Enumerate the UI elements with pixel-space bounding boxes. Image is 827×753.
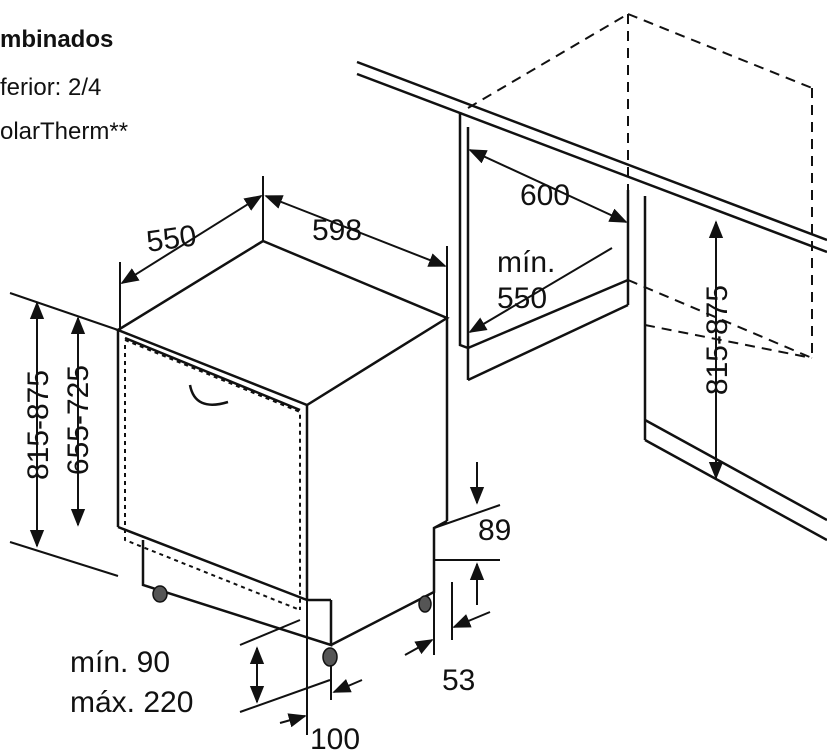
dishwasher-top <box>115 239 450 407</box>
label-width: 598 <box>312 214 362 247</box>
label-niche-height: 815-875 <box>701 285 734 395</box>
label-niche-width: 600 <box>520 179 570 212</box>
cabinet-hidden-edges <box>467 13 813 359</box>
heading-text: mbinados <box>0 26 114 53</box>
label-depth: 550 <box>144 219 198 259</box>
dishwasher-body <box>115 239 450 647</box>
dim-setback-line <box>404 639 434 656</box>
label-niche-depth: 550 <box>497 282 547 315</box>
plinth-front <box>141 540 333 647</box>
door-handle-icon <box>188 384 229 406</box>
label-plinth-height: 89 <box>478 514 511 547</box>
countertop-top-edge <box>356 60 827 242</box>
label-plinth-setback: 53 <box>442 664 475 697</box>
dishwasher-feet <box>152 585 432 667</box>
cabinet-niche <box>356 60 827 542</box>
countertop-bottom-edge <box>356 72 827 254</box>
dim-width-line <box>264 195 447 267</box>
dim-niche-width-line <box>468 149 628 223</box>
left-cabinet-side <box>458 112 470 380</box>
label-plinth-min: mín. 90 <box>70 646 170 679</box>
label-plinth-max: máx. 220 <box>70 686 193 719</box>
spec-line-rack: ferior: 2/4 <box>0 74 102 101</box>
label-height: 815-875 <box>22 370 55 480</box>
label-door-height: 655-725 <box>62 365 95 475</box>
dim-foot-offset-line <box>279 713 307 728</box>
dim-depth-line <box>120 195 263 284</box>
door-outline-dashed <box>124 339 301 611</box>
spec-line-drying: olarTherm** <box>0 118 129 145</box>
label-foot-offset: 100 <box>310 723 360 753</box>
label-niche-min: mín. <box>497 246 555 279</box>
dim-niche-depth-line <box>468 247 613 333</box>
